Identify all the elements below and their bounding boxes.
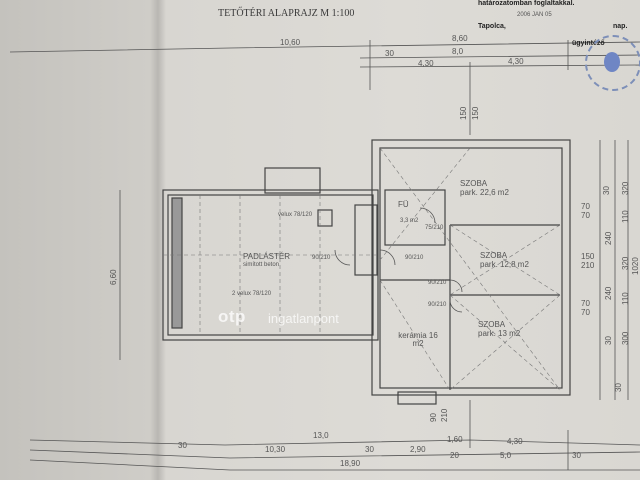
- window-label: 2 velux 78/120: [232, 291, 272, 297]
- dim-label: 30: [385, 49, 394, 58]
- dimension-tick: [369, 40, 569, 135]
- room-name: SZOBA: [460, 179, 488, 188]
- dim-label: 1020: [631, 257, 640, 275]
- dim-label: 4,30: [418, 59, 434, 68]
- dim-label: 30: [602, 186, 611, 195]
- dim-label: 4,30: [507, 437, 523, 446]
- room-name: FÜ: [398, 200, 409, 209]
- room-name: SZOBA: [478, 320, 506, 329]
- dim-label: 70: [581, 308, 590, 317]
- room-floor: kerámia 16 m2: [398, 331, 438, 348]
- dim-label: 8,0: [452, 47, 464, 56]
- dim-label: 30: [614, 383, 623, 392]
- date-stamp: 2006 JAN 05: [517, 12, 552, 18]
- coat-of-arms-icon: [604, 52, 620, 72]
- approval-line: határozatomban foglaltakkal.: [478, 0, 575, 7]
- dim-label: 70: [581, 202, 590, 211]
- dim-label: 30: [365, 445, 374, 454]
- dim-label: 30: [604, 336, 613, 345]
- dim-label: 10,30: [265, 445, 286, 454]
- door-label: 75/210: [425, 225, 444, 231]
- dimension-line: [29, 439, 640, 446]
- dim-label: 320: [621, 256, 630, 270]
- dim-label: 1,60: [447, 435, 463, 444]
- room-floor: simított beton: [243, 262, 280, 268]
- place-label: Tapolca,: [478, 23, 506, 30]
- officer-label: ügyintéző: [572, 40, 605, 47]
- dim-label: 6,60: [109, 269, 118, 285]
- dimension-line: [29, 459, 640, 471]
- dim-label: 70: [581, 211, 590, 220]
- dim-label: 110: [621, 292, 630, 305]
- velux-window: [317, 209, 333, 227]
- door-label: 90/210: [312, 255, 331, 261]
- bathroom-outline: [384, 189, 446, 246]
- dim-label: 300: [621, 331, 630, 345]
- dim-label: 240: [604, 286, 613, 300]
- dim-label: 150: [471, 106, 480, 120]
- plan-title: TETŐTÉRI ALAPRAJZ M 1:100: [218, 8, 355, 19]
- dim-label: 20: [450, 451, 459, 460]
- dimension-line: [29, 449, 640, 459]
- dim-label: 2,90: [410, 445, 426, 454]
- dimension-line: [9, 41, 640, 53]
- dim-label: 110: [621, 210, 630, 223]
- dimension-tick: [469, 400, 569, 470]
- dim-label: 18,90: [340, 459, 361, 468]
- dim-label: 210: [581, 261, 595, 270]
- upper-floor-outline: [371, 139, 571, 396]
- room-name: SZOBA: [480, 251, 508, 260]
- door-label: 90/210: [428, 302, 447, 308]
- dim-label: 5,0: [500, 451, 512, 460]
- day-label: nap.: [613, 23, 628, 30]
- dim-label: 8,60: [452, 34, 468, 43]
- dim-label: 150: [459, 106, 468, 120]
- dim-label: 90: [429, 413, 438, 422]
- door-label: 90/210: [405, 255, 424, 261]
- staircase: [354, 204, 378, 276]
- dim-label: 210: [440, 408, 449, 422]
- room-name: PADLÁSTÉR: [243, 252, 290, 261]
- dim-label: 70: [581, 299, 590, 308]
- window-label: velux 78/120: [278, 212, 313, 218]
- dim-label: 150: [581, 252, 595, 261]
- roof-hatch: [264, 167, 321, 194]
- dim-label: 30: [178, 441, 187, 450]
- dim-label: 13,0: [313, 431, 329, 440]
- door-label: 90/210: [428, 280, 447, 286]
- room-floor: park. 12,8 m2: [480, 260, 529, 269]
- watermark-text: ingatlanpont: [268, 311, 339, 326]
- room-floor: 3,3 m2: [400, 218, 419, 224]
- door-swing: [334, 207, 463, 313]
- dim-label: 10,60: [280, 38, 301, 47]
- dim-label: 4,30: [508, 57, 524, 66]
- room-floor: park. 22,6 m2: [460, 188, 509, 197]
- dim-label: 30: [572, 451, 581, 460]
- dim-label: 320: [621, 181, 630, 195]
- dim-label: 240: [604, 231, 613, 245]
- room-floor: park. 13 m2: [478, 329, 521, 338]
- official-stamp: [585, 35, 640, 91]
- watermark-logo: otp: [218, 307, 246, 326]
- attic-outline: [162, 189, 379, 341]
- staircase-bottom: [397, 391, 437, 405]
